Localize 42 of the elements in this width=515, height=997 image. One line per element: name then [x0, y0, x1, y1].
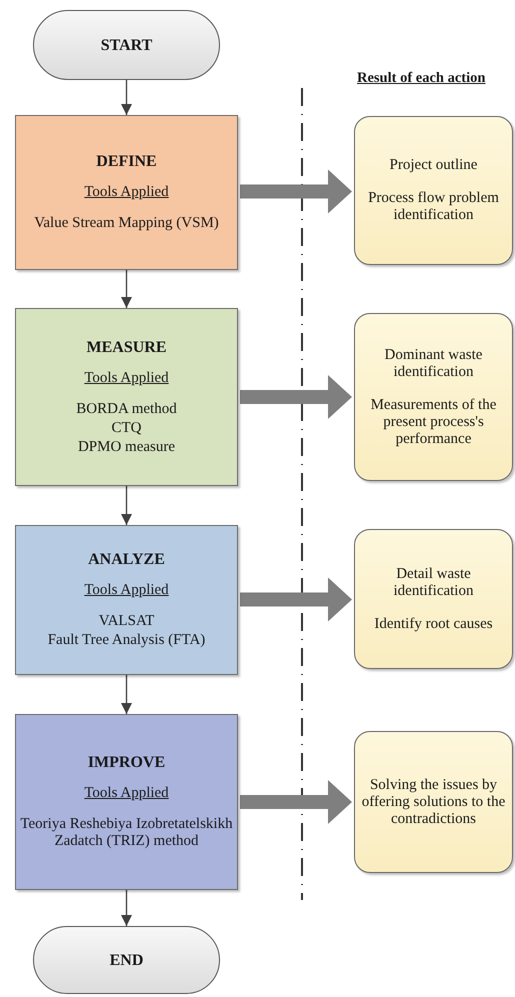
block-arrow: [240, 170, 352, 214]
arrow: [121, 890, 132, 926]
arrow: [121, 486, 132, 525]
result-text: Project outline: [390, 157, 478, 174]
result-text: Dominant waste identification: [384, 346, 484, 380]
result-box: [354, 529, 513, 669]
result-box: [354, 313, 513, 481]
phase-title: MEASURE: [86, 338, 166, 356]
phase-title: IMPROVE: [88, 754, 166, 771]
process-box: [15, 525, 238, 675]
phase-title: DEFINE: [96, 153, 157, 170]
result-text: Process flow problem identification: [367, 190, 500, 224]
tool-name: Value Stream Mapping (VSM): [34, 215, 219, 232]
block-arrow: [240, 578, 352, 622]
block-arrow: [240, 780, 352, 824]
tool-name: DPMO measure: [78, 438, 176, 456]
result-text: Detail waste identification: [392, 566, 474, 600]
section-heading: Tools Applied: [84, 184, 169, 201]
arrow: [121, 675, 132, 714]
phase-title: ANALYZE: [88, 551, 165, 568]
tool-name: Teoriya Reshebiya Izobretatelskikh Zadatch (TRIZ) method: [19, 816, 234, 850]
process-box: [15, 308, 238, 486]
result-text: Identify root causes: [374, 616, 493, 632]
tool-name: Fault Tree Analysis (FTA): [48, 632, 206, 649]
section-heading: Tools Applied: [84, 370, 169, 386]
result-text: Measurements of the present process's performance: [370, 396, 498, 448]
process-box: [15, 115, 238, 270]
arrow: [121, 270, 132, 308]
section-heading: Tools Applied: [84, 785, 169, 802]
tool-name: BORDA method: [76, 400, 177, 418]
column-heading: Result of each action: [357, 70, 486, 87]
block-arrow: [240, 375, 352, 419]
result-box: [354, 731, 513, 873]
tool-name: CTQ: [112, 420, 142, 436]
result-text: Solving the issues by offering solutions to the contradictions: [361, 776, 506, 828]
process-box: [15, 714, 238, 890]
section-heading: Tools Applied: [84, 582, 169, 599]
terminal-label: START: [100, 36, 152, 54]
terminal-label: END: [110, 952, 144, 968]
arrow: [121, 80, 132, 115]
tool-name: VALSAT: [98, 613, 154, 630]
result-box: [354, 116, 513, 265]
